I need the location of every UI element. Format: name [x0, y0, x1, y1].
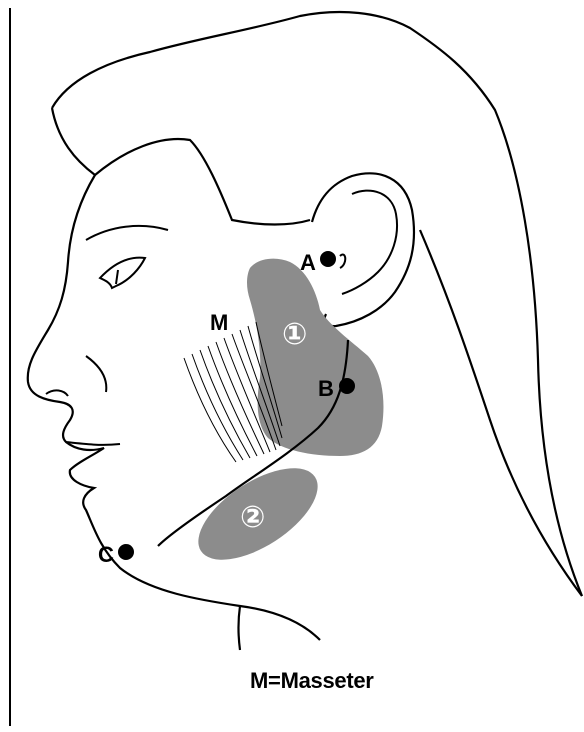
eyebrow	[86, 226, 168, 240]
label-m: M	[210, 310, 228, 335]
ear	[312, 173, 414, 326]
point-c-dot	[118, 544, 134, 560]
label-region-2: ②	[240, 500, 265, 535]
mouth-line	[66, 442, 120, 445]
caption: M=Masseter	[250, 668, 374, 694]
label-b: B	[318, 376, 334, 401]
ear-tragus	[340, 255, 345, 268]
eye	[100, 258, 145, 288]
point-b-dot	[339, 378, 355, 394]
hairline	[52, 108, 310, 225]
neck-front-line	[239, 606, 241, 650]
label-a: A	[300, 250, 316, 275]
ear-inner	[342, 191, 397, 294]
point-a-dot	[320, 251, 336, 267]
neck-back-line	[420, 230, 582, 596]
nostril	[46, 390, 68, 396]
label-c: C	[98, 542, 114, 567]
label-region-1: ①	[282, 317, 307, 352]
cheek-line	[86, 356, 106, 392]
